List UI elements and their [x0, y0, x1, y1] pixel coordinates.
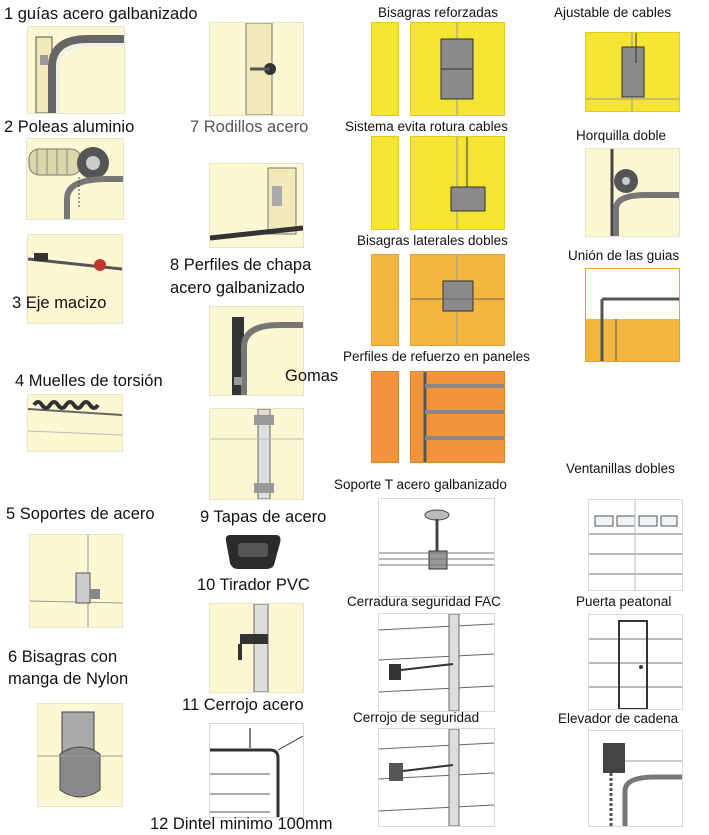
- dintel-image: [209, 723, 304, 818]
- ajustable-cables-image: [585, 32, 680, 112]
- cerrojo-image: [209, 603, 304, 693]
- evita-rotura-strip: [371, 136, 399, 230]
- label-bisagras-reforzadas: Bisagras reforzadas: [378, 5, 499, 20]
- union-guias-image: [585, 268, 680, 362]
- perfiles-refuerzo-image: [410, 371, 505, 463]
- elevador-cadena-image: [588, 730, 683, 827]
- muelles-image: [27, 394, 123, 452]
- label-muelles: 4 Muelles de torsión: [15, 372, 163, 390]
- tapas-image: [209, 408, 304, 500]
- label-poleas: 2 Poleas aluminio: [4, 118, 135, 136]
- label-cerradura-fac: Cerradura seguridad FAC: [347, 594, 501, 609]
- label-guias: 1 guías acero galbanizado: [4, 5, 198, 23]
- guias-image: [27, 26, 125, 114]
- horquilla-image: [585, 148, 680, 237]
- bisagras-reforzadas-image: [410, 22, 505, 116]
- tirador-image: [222, 527, 284, 571]
- label-union-guias: Unión de las guias: [568, 248, 680, 263]
- label-rodillos: 7 Rodillos acero: [190, 118, 309, 136]
- puerta-peatonal-image: [588, 614, 683, 710]
- label-dintel: 12 Dintel minimo 100mm: [150, 815, 333, 833]
- cerradura-fac-image: [378, 613, 495, 712]
- label-cerrojo-seguridad: Cerrojo de seguridad: [353, 710, 480, 725]
- label-perfiles-chapa-2: acero galbanizado: [170, 279, 305, 297]
- label-perfiles-refuerzo: Perfiles de refuerzo en paneles: [343, 349, 530, 364]
- label-gomas: Gomas: [285, 367, 339, 385]
- eje-image: [27, 234, 123, 324]
- label-ajustable-cables: Ajustable de cables: [554, 5, 672, 20]
- label-horquilla: Horquilla doble: [576, 128, 667, 143]
- label-eje: 3 Eje macizo: [12, 294, 107, 312]
- bisagras-laterales-strip: [371, 254, 399, 346]
- soporte-t-image: [378, 498, 495, 597]
- label-tapas: 9 Tapas de acero: [200, 508, 327, 526]
- bisagras-reforzadas-strip: [371, 22, 399, 116]
- label-soportes: 5 Soportes de acero: [6, 505, 155, 523]
- label-evita-rotura: Sistema evita rotura cables: [345, 119, 508, 134]
- label-soporte-t: Soporte T acero galbanizado: [334, 477, 507, 492]
- label-tirador: 10 Tirador PVC: [197, 576, 310, 594]
- evita-rotura-image: [410, 136, 505, 230]
- perfiles-refuerzo-strip: [371, 371, 399, 463]
- soportes-image: [29, 534, 123, 628]
- gomas-image: [209, 306, 304, 396]
- label-bisagras-laterales: Bisagras laterales dobles: [357, 233, 508, 248]
- label-puerta-peatonal: Puerta peatonal: [576, 594, 672, 609]
- ventanillas-image: [588, 499, 683, 591]
- rodillos-image: [209, 22, 304, 116]
- label-bisagras-nylon-1: 6 Bisagras con: [8, 648, 118, 666]
- label-elevador-cadena: Elevador de cadena: [558, 711, 679, 726]
- bisagras-laterales-image: [410, 254, 505, 346]
- perfiles-chapa-image: [209, 163, 304, 248]
- poleas-image: [26, 138, 124, 220]
- bisagras-nylon-image: [37, 703, 123, 807]
- cerrojo-seguridad-image: [378, 728, 495, 827]
- label-ventanillas: Ventanillas dobles: [566, 461, 675, 476]
- label-cerrojo: 11 Cerrojo acero: [182, 696, 304, 714]
- label-perfiles-chapa-1: 8 Perfiles de chapa: [170, 256, 312, 274]
- label-bisagras-nylon-2: manga de Nylon: [8, 670, 129, 688]
